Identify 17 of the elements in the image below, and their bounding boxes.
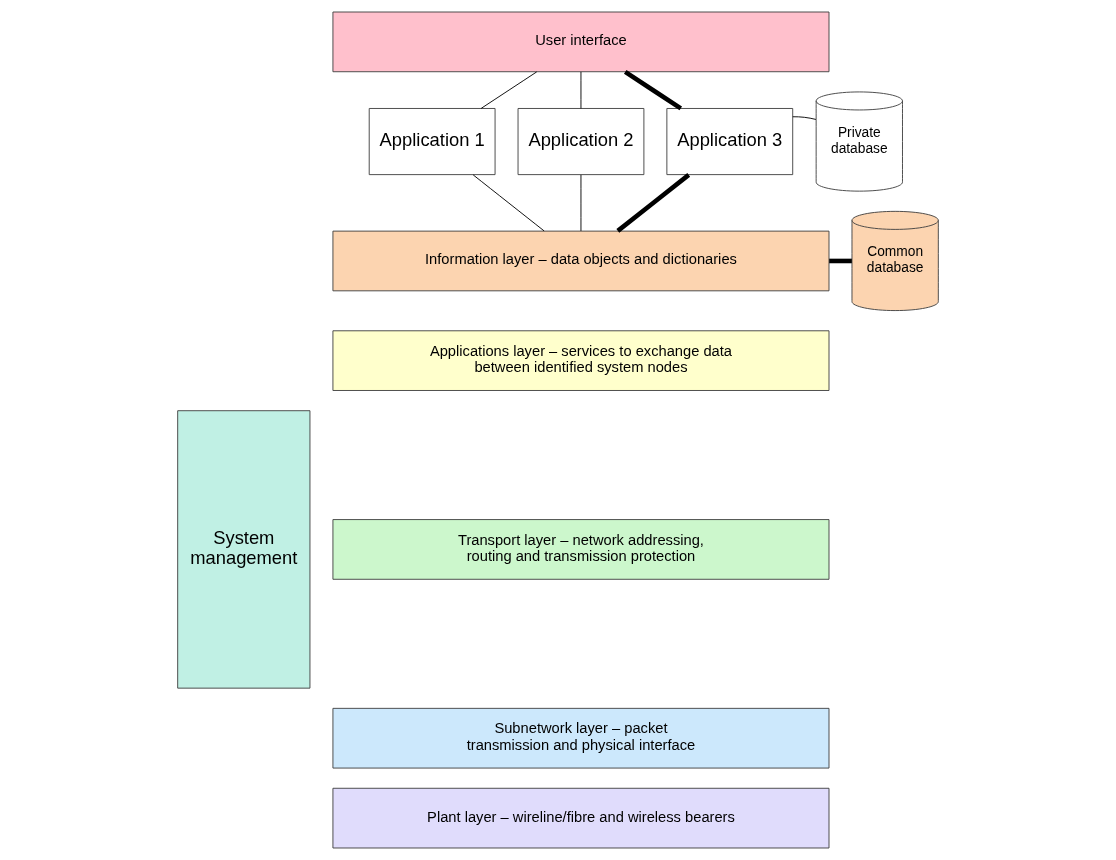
connector xyxy=(580,71,582,109)
node-box: Subnetwork layer – packet transmission and physical interface xyxy=(332,707,830,769)
node-box: User interface xyxy=(332,11,830,73)
connector xyxy=(616,173,691,233)
node-box: System management xyxy=(177,410,311,689)
node-box: Transport layer – network addressing, routing and transmission protection xyxy=(332,519,830,580)
connector xyxy=(623,69,683,111)
node-box: Application 3 xyxy=(666,108,794,176)
node-box: Application 2 xyxy=(517,108,645,176)
connector xyxy=(480,71,538,109)
node-box: Plant layer – wireline/fibre and wireless bearers xyxy=(332,787,830,849)
connector xyxy=(792,116,817,120)
connector xyxy=(472,174,545,232)
node-box: Information layer – data objects and dictionaries xyxy=(332,230,830,292)
connector xyxy=(829,258,852,264)
node-box: Application 1 xyxy=(368,108,496,176)
node-box: Applications layer – services to exchange data between identified system nodes xyxy=(332,330,830,391)
